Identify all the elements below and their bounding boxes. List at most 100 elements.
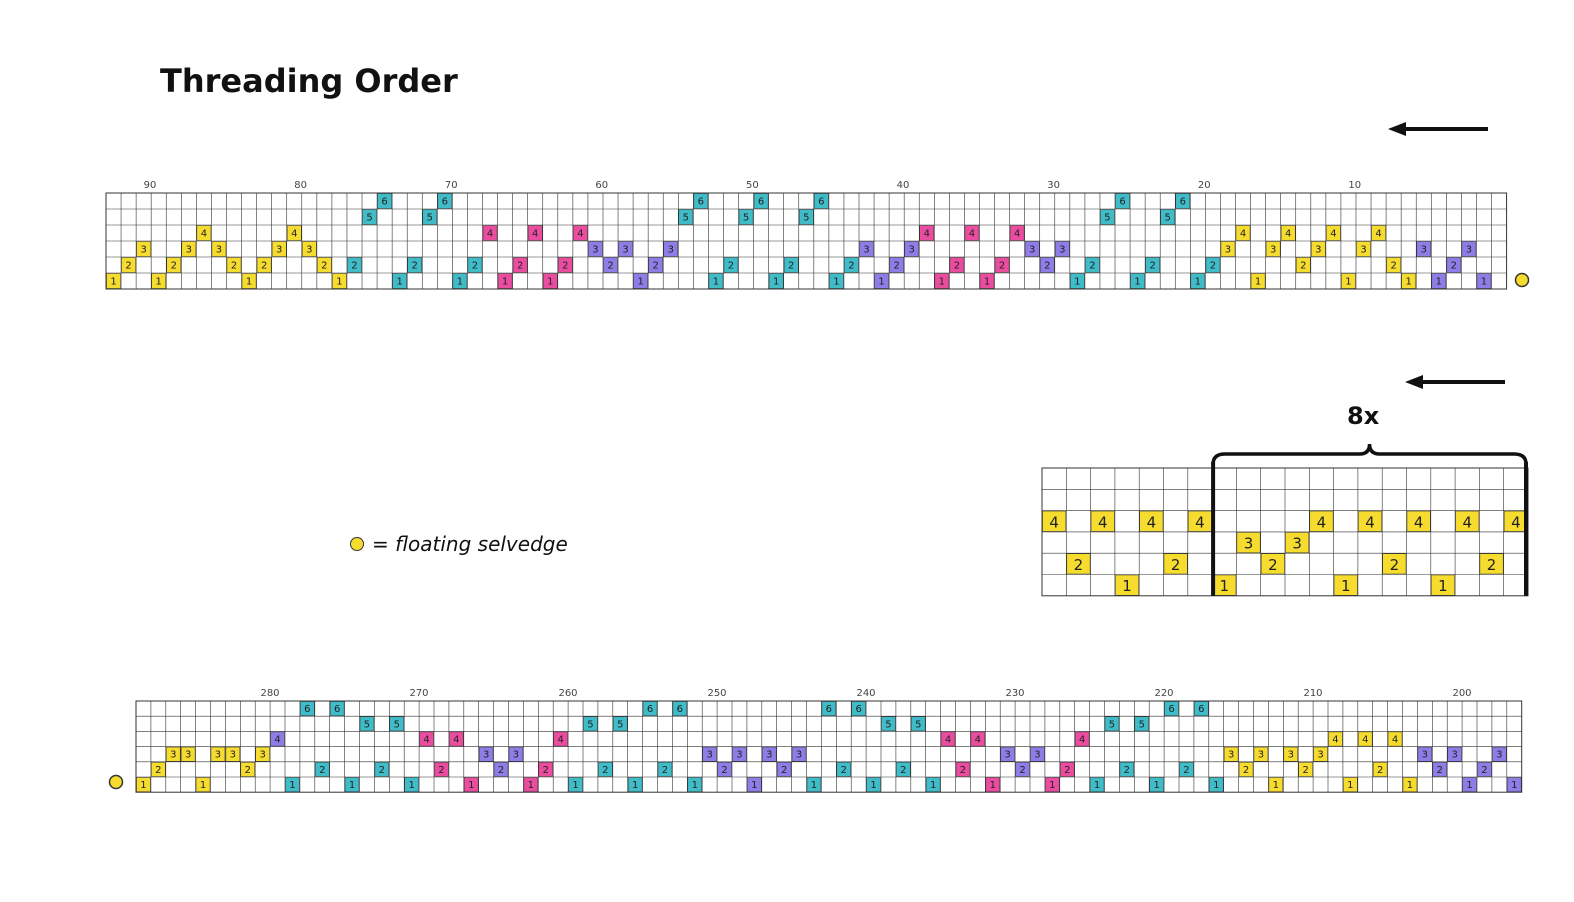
legend-text: = floating selvedge [372, 532, 568, 556]
threading-cell [1507, 777, 1522, 792]
threading-cell [738, 209, 754, 225]
shaft-number: 2 [781, 765, 787, 776]
shaft-number: 3 [863, 245, 869, 256]
threading-cell [1402, 777, 1418, 792]
threading-cell [1371, 225, 1386, 241]
shaft-number: 1 [811, 780, 817, 791]
shaft-number: 6 [758, 197, 764, 208]
threading-cell [389, 716, 404, 732]
threading-cell [934, 273, 950, 289]
threading-cell [166, 746, 181, 762]
threading-cell [1194, 701, 1209, 716]
shaft-number: 2 [1019, 765, 1025, 776]
shaft-number: 5 [394, 719, 400, 730]
shaft-number: 4 [291, 229, 297, 240]
threading-cell [768, 273, 784, 289]
threading-cell [344, 777, 360, 792]
shaft-number: 2 [1390, 556, 1400, 574]
floating-selvedge-icon [350, 537, 364, 551]
shaft-number: 1 [336, 277, 342, 288]
shaft-number: 2 [261, 261, 267, 272]
end-tick-label: 90 [144, 180, 157, 191]
threading-cell [859, 241, 874, 257]
threading-cell [1175, 193, 1191, 209]
threading-cell [1024, 241, 1040, 257]
threading-cell [464, 777, 479, 792]
threading-cell [136, 241, 151, 257]
shaft-number: 4 [969, 229, 975, 240]
shaft-number: 1 [140, 780, 146, 791]
threading-cell [315, 762, 330, 777]
shaft-number: 2 [412, 261, 418, 272]
shaft-number: 2 [1171, 556, 1181, 574]
threading-cell [829, 273, 844, 289]
threading-cell [776, 762, 792, 777]
threading-cell [1431, 273, 1447, 289]
threading-cell [1060, 762, 1075, 777]
threading-cell [1179, 762, 1194, 777]
shaft-number: 3 [215, 750, 221, 761]
shaft-number: 5 [617, 719, 623, 730]
shaft-number: 2 [319, 765, 325, 776]
shaft-number: 2 [1481, 765, 1487, 776]
threading-cell [708, 273, 724, 289]
threading-cell [1209, 777, 1224, 792]
threading-cell [1009, 225, 1025, 241]
threading-cell [1309, 510, 1334, 532]
shaft-number: 3 [622, 245, 628, 256]
threading-cell [1042, 510, 1067, 532]
shaft-number: 2 [1064, 765, 1070, 776]
threading-cell [449, 731, 464, 747]
threading-cell [1115, 193, 1130, 209]
shaft-number: 2 [321, 261, 327, 272]
threading-cell [753, 193, 769, 209]
shaft-number: 1 [468, 780, 474, 791]
threading-cell [904, 241, 919, 257]
threading-cell [568, 777, 583, 792]
shaft-number: 3 [796, 750, 802, 761]
threading-cell [240, 762, 255, 777]
threading-cell [919, 225, 935, 241]
threading-cell [693, 193, 709, 209]
threading-cell [300, 701, 315, 716]
threading-cell [955, 762, 971, 777]
threading-cell [1386, 257, 1401, 273]
shaft-number: 3 [592, 245, 598, 256]
end-tick-label: 270 [409, 688, 428, 699]
shaft-number: 2 [607, 261, 613, 272]
shaft-number: 4 [1392, 735, 1398, 746]
shaft-number: 3 [909, 245, 915, 256]
shaft-number: 1 [1466, 780, 1472, 791]
shaft-number: 3 [1270, 245, 1276, 256]
shaft-number: 2 [1044, 261, 1050, 272]
threading-cell [255, 746, 270, 762]
shaft-number: 3 [276, 245, 282, 256]
shaft-number: 1 [1122, 577, 1132, 595]
threading-cell [1265, 241, 1281, 257]
shaft-number: 1 [713, 277, 719, 288]
shaft-number: 3 [1451, 750, 1457, 761]
shaft-number: 4 [532, 229, 538, 240]
threading-cell [347, 257, 362, 273]
threading-cell [836, 762, 851, 777]
threading-cell [687, 777, 702, 792]
shaft-number: 6 [334, 704, 340, 715]
shaft-number: 2 [602, 765, 608, 776]
shaft-number: 1 [1219, 577, 1229, 595]
shaft-number: 1 [408, 780, 414, 791]
shaft-number: 2 [848, 261, 854, 272]
end-tick-label: 260 [558, 688, 577, 699]
threading-cell [493, 762, 509, 777]
threading-cell [419, 731, 434, 747]
shaft-number: 2 [788, 261, 794, 272]
threading-cell [791, 746, 807, 762]
shaft-number: 6 [304, 704, 310, 715]
threading-cell [672, 701, 688, 716]
shaft-number: 1 [1134, 277, 1140, 288]
threading-cell [889, 257, 904, 273]
shaft-number: 4 [453, 735, 459, 746]
threading-cell [844, 257, 859, 273]
shaft-number: 2 [379, 765, 385, 776]
threading-cell [1447, 746, 1462, 762]
threading-cell [1115, 574, 1139, 596]
